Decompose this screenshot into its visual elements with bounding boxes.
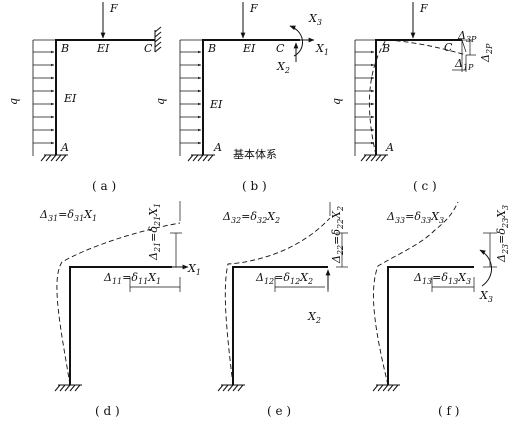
frame (375, 39, 462, 155)
frame (202, 39, 300, 155)
frame (232, 266, 328, 385)
load-label: q (330, 98, 343, 105)
eq-delta11: Δ11=δ11X1 (103, 271, 161, 286)
caption-a: ( a ) (92, 179, 116, 193)
distributed-load-icon (32, 39, 56, 156)
node-a-label: A (213, 141, 222, 154)
node-b-label: B (60, 42, 69, 55)
fixed-support-icon (40, 154, 68, 162)
caption-b: ( b ) (242, 179, 267, 193)
panel-b: q F X1 X2 X3 B C A EI EI 基本体系 ( b ) (154, 2, 329, 193)
load-label: q (7, 98, 20, 105)
panel-f: X3 Δ33=δ33X3 Δ23=δ23X3 Δ13=δ13X3 ( f ) (372, 201, 510, 418)
moment-arrow-icon (289, 25, 303, 57)
fixed-support-icon (372, 384, 400, 392)
node-c-label: C (276, 42, 285, 55)
fixed-support-icon (54, 384, 82, 392)
node-b-label: B (381, 42, 390, 55)
caption-c: ( c ) (413, 179, 437, 193)
panel-e: X2 Δ32=δ32X2 Δ22=δ22X2 Δ12=δ12X2 ( e ) (217, 202, 348, 418)
eq-delta31: Δ31=δ31X1 (39, 208, 97, 223)
force-label: F (109, 2, 118, 15)
eq-delta13: Δ13=δ13X3 (413, 271, 471, 286)
force-label: X3 (479, 289, 493, 304)
node-c-label: C (444, 41, 453, 54)
fixed-support-icon (187, 154, 215, 162)
frame (55, 39, 155, 155)
d3p-label: Δ3P (457, 29, 477, 44)
basic-system-label: 基本体系 (233, 147, 277, 161)
fixed-support-icon (154, 26, 162, 53)
node-a-label: A (60, 141, 69, 154)
force-label: F (249, 2, 258, 15)
deflected-shape (224, 217, 331, 386)
distributed-load-icon (354, 39, 376, 156)
displacement-markers (274, 202, 348, 292)
force-label: F (419, 2, 428, 15)
eq-delta23: Δ23=δ23X3 (495, 205, 510, 263)
load-label: q (154, 98, 167, 105)
eq-delta33: Δ33=δ33X3 (386, 210, 444, 225)
panel-a: q F B C A EI EI ( a ) (7, 2, 162, 193)
fixed-support-icon (360, 154, 388, 162)
column-rigidity-label: EI (63, 92, 77, 105)
x2-label: X2 (276, 60, 290, 75)
fixed-support-icon (217, 384, 245, 392)
d1p-label: Δ1P (454, 57, 474, 72)
column-rigidity-label: EI (209, 98, 223, 111)
frame (69, 266, 172, 385)
deflected-shape (373, 201, 459, 386)
displacement-markers (431, 232, 497, 292)
force-label: X1 (187, 262, 201, 277)
eq-delta32: Δ32=δ32X2 (222, 210, 280, 225)
eq-delta22: Δ22=δ22X2 (330, 206, 345, 264)
deflected-shape (56, 222, 181, 386)
panel-d: X1 Δ31=δ31X1 Δ21=δ21X1 Δ11=δ11X1 ( d ) (39, 201, 201, 418)
d2p-label: Δ2P (479, 43, 494, 63)
displacement-markers (129, 201, 182, 292)
displacement-markers (452, 39, 476, 72)
force-label: X2 (307, 310, 321, 325)
eq-delta12: Δ12=δ12X2 (255, 271, 313, 286)
beam-rigidity-label: EI (96, 42, 110, 55)
beam-rigidity-label: EI (242, 42, 256, 55)
panel-c: q F B C A Δ3P Δ2P Δ1P ( c ) (330, 2, 494, 193)
node-c-label: C (144, 42, 153, 55)
eq-delta21: Δ21=δ21X1 (147, 203, 162, 261)
frame (387, 266, 474, 385)
node-b-label: B (207, 42, 216, 55)
x3-label: X3 (308, 12, 322, 27)
x1-label: X1 (315, 42, 329, 57)
deflected-shape (368, 39, 467, 156)
caption-e: ( e ) (267, 404, 291, 418)
caption-d: ( d ) (95, 404, 120, 418)
node-a-label: A (385, 141, 394, 154)
distributed-load-icon (179, 39, 203, 156)
caption-f: ( f ) (438, 404, 459, 418)
